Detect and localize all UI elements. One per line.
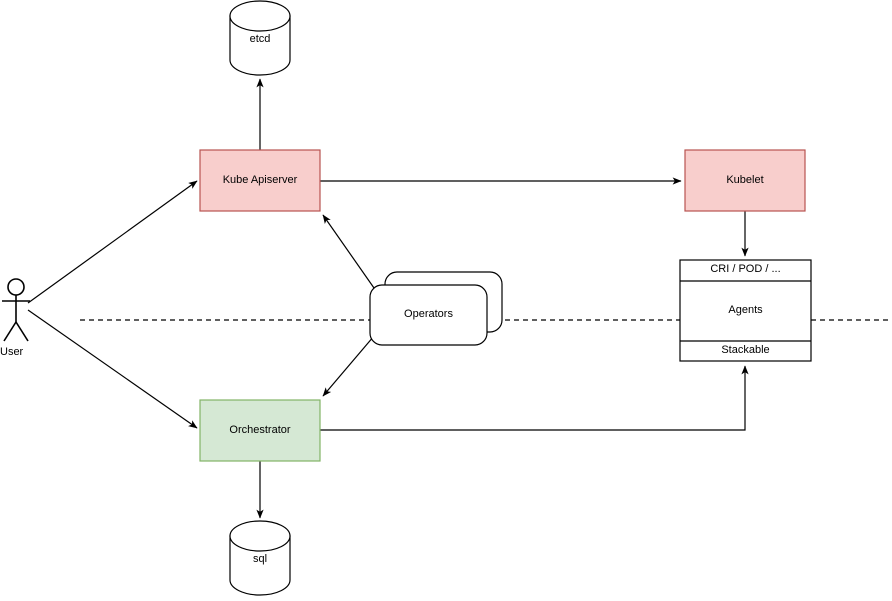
edge-user-to-apiserver (27, 180, 198, 304)
node-kube-apiserver[interactable] (199, 149, 321, 212)
etcd-top-ellipse (229, 0, 291, 32)
node-operators[interactable] (369, 271, 503, 346)
node-sql[interactable] (229, 520, 291, 596)
user-leg-right (15, 321, 29, 342)
edge-operators-to-orchestrator (322, 335, 375, 397)
operators-front-card (369, 284, 488, 346)
user-head (7, 278, 25, 296)
user-leg-left (3, 321, 17, 342)
edge-user-to-orchestrator (27, 309, 198, 429)
agents-outer-box (679, 259, 812, 362)
node-user[interactable] (2, 278, 30, 342)
etcd-body (229, 15, 291, 76)
sql-top-ellipse (229, 520, 291, 552)
edge-orchestrator-to-stackable (320, 365, 749, 431)
node-etcd[interactable] (229, 0, 291, 76)
node-agents[interactable] (679, 259, 812, 362)
edge-operators-to-apiserver (322, 214, 375, 289)
sql-body (229, 535, 291, 596)
node-kubelet[interactable] (684, 149, 806, 212)
node-orchestrator[interactable] (199, 399, 321, 462)
